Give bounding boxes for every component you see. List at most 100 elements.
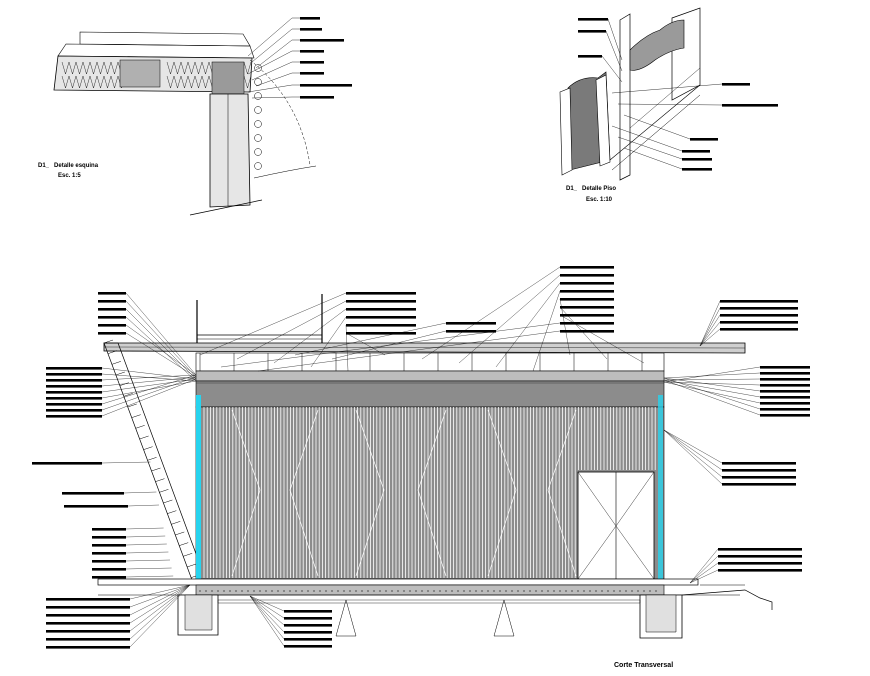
facade-hatch-line bbox=[103, 339, 114, 344]
annotation-tag bbox=[346, 300, 416, 303]
annotation-tag bbox=[720, 328, 798, 331]
gravel-dot bbox=[631, 590, 633, 592]
annotation-tag bbox=[300, 96, 334, 99]
leader-line bbox=[699, 328, 721, 347]
annotation-tag bbox=[560, 330, 614, 333]
gravel-dot bbox=[565, 590, 567, 592]
facade-hatch-line bbox=[143, 446, 153, 450]
floor-detail-title: Detalle Piso bbox=[582, 186, 617, 192]
annotation-tag bbox=[92, 576, 126, 579]
annotation-tag bbox=[446, 330, 496, 333]
annotation-tag bbox=[46, 622, 130, 625]
corner-detail-title: Detalle esquina bbox=[54, 163, 99, 169]
gravel-dot bbox=[649, 590, 651, 592]
leader-line bbox=[101, 367, 197, 380]
leader-line bbox=[247, 50, 300, 75]
annotation-tag bbox=[718, 562, 802, 565]
leader-line bbox=[663, 381, 761, 386]
gravel-dot bbox=[379, 590, 381, 592]
annotation-tag bbox=[98, 324, 126, 327]
floor-detail-caption: D1_ Detalle Piso bbox=[566, 186, 616, 193]
facade-hatch-line bbox=[179, 542, 189, 546]
annotation-tag bbox=[46, 397, 102, 400]
leader-line bbox=[125, 292, 197, 376]
gravel-dot bbox=[511, 590, 513, 592]
leader-line bbox=[125, 559, 171, 562]
annotation-tag bbox=[446, 322, 496, 325]
annotation-tag bbox=[346, 292, 416, 295]
annotation-tag bbox=[760, 402, 810, 405]
leader-line bbox=[101, 461, 151, 464]
gravel-dot bbox=[385, 590, 387, 592]
leader-line bbox=[663, 372, 761, 379]
leader-line bbox=[101, 374, 197, 405]
leader-line bbox=[251, 61, 300, 81]
annotation-tag bbox=[300, 72, 324, 75]
annotation-tag bbox=[690, 138, 718, 141]
corner-detail-drawing bbox=[53, 17, 352, 216]
annotation-tag bbox=[92, 536, 126, 539]
leader-line bbox=[129, 584, 191, 616]
annotation-tag bbox=[98, 300, 126, 303]
gravel-dot bbox=[247, 590, 249, 592]
gravel-dot bbox=[559, 590, 561, 592]
leader-line bbox=[101, 374, 197, 381]
insulation-hatch bbox=[82, 61, 91, 89]
leader-line bbox=[605, 30, 623, 72]
leader-line bbox=[125, 324, 197, 376]
fastener-mark bbox=[254, 92, 262, 100]
leader-line bbox=[101, 376, 197, 411]
leader-line bbox=[129, 584, 191, 648]
cross-section-drawing bbox=[32, 266, 810, 649]
annotation-tag bbox=[722, 462, 796, 465]
gravel-dot bbox=[259, 590, 261, 592]
gravel-dot bbox=[295, 590, 297, 592]
leader-line bbox=[689, 569, 719, 584]
annotation-tag bbox=[46, 409, 102, 412]
gravel-dot bbox=[253, 590, 255, 592]
annotation-tag bbox=[46, 379, 102, 382]
annotation-tag bbox=[92, 568, 126, 571]
facade-hatch-line bbox=[167, 510, 177, 514]
facade-hatch-line bbox=[115, 371, 125, 376]
gravel-dot bbox=[613, 590, 615, 592]
facade-hatch-line bbox=[175, 531, 185, 536]
leader-line bbox=[125, 567, 172, 570]
insulation-hatch bbox=[243, 61, 252, 89]
bracing-line bbox=[417, 409, 447, 577]
section-title: Corte Transversal bbox=[614, 662, 674, 669]
leader-line bbox=[663, 378, 761, 381]
gravel-dot bbox=[607, 590, 609, 592]
leader-line bbox=[127, 504, 160, 507]
insulation-hatch bbox=[75, 61, 84, 89]
leader-line bbox=[532, 290, 561, 372]
gravel-dot bbox=[427, 590, 429, 592]
annotation-tag bbox=[64, 505, 128, 508]
annotation-tag bbox=[300, 50, 324, 53]
annotation-tag bbox=[32, 462, 102, 465]
fastener-mark bbox=[254, 148, 262, 156]
leader-line bbox=[617, 136, 683, 160]
facade-hatch-line bbox=[131, 414, 141, 418]
bracing-line bbox=[547, 409, 577, 577]
facade-hatch-line bbox=[111, 361, 121, 365]
annotation-tag bbox=[722, 483, 796, 486]
leader-line bbox=[125, 332, 197, 378]
gravel-dot bbox=[601, 590, 603, 592]
annotation-tag bbox=[92, 528, 126, 531]
leader-line bbox=[199, 292, 347, 356]
insulation-hatch bbox=[201, 61, 210, 89]
leader-line bbox=[123, 491, 157, 494]
floor-detail-code: D1_ bbox=[566, 186, 578, 192]
annotation-tag bbox=[46, 391, 102, 394]
fastener-mark bbox=[254, 162, 262, 170]
annotation-tag bbox=[720, 300, 798, 303]
annotation-tag bbox=[682, 168, 712, 171]
annotation-tag bbox=[46, 638, 130, 641]
leader-line bbox=[101, 378, 197, 393]
leader-line bbox=[611, 125, 683, 152]
leader-line bbox=[458, 274, 561, 364]
leader-line bbox=[220, 322, 561, 368]
annotation-tag bbox=[346, 332, 416, 335]
annotation-tag bbox=[92, 544, 126, 547]
